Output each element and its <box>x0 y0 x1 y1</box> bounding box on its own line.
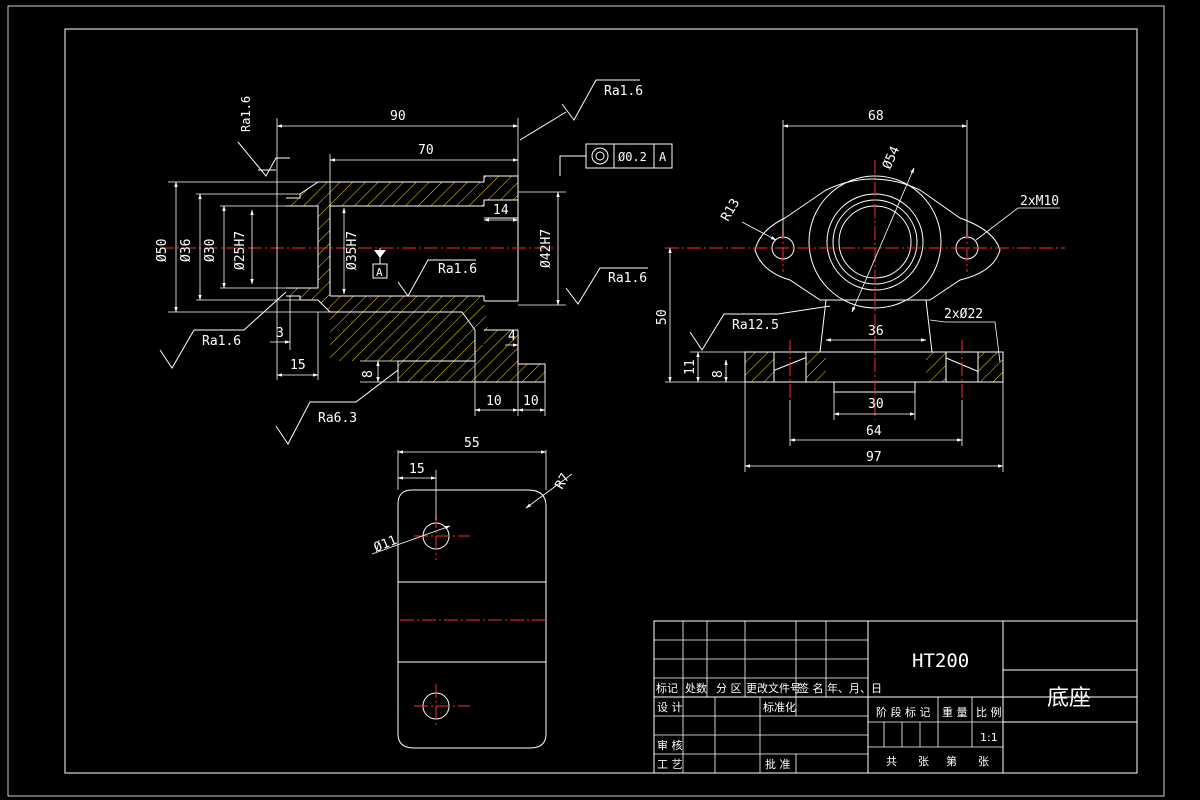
svg-text:重 量: 重 量 <box>942 705 968 719</box>
dim-d50: Ø50 <box>155 239 170 262</box>
outer-frame <box>7 5 1165 797</box>
svg-text:审 核: 审 核 <box>657 738 683 752</box>
dim-3: 3 <box>276 326 284 341</box>
dim-d11: Ø11 <box>372 533 399 556</box>
svg-text:Ra1.6: Ra1.6 <box>239 96 253 132</box>
dim-97: 97 <box>866 450 882 465</box>
svg-text:批 准: 批 准 <box>765 757 791 771</box>
dim-d54: Ø54 <box>880 144 903 172</box>
dim-14: 14 <box>493 203 509 218</box>
svg-text:比 例: 比 例 <box>976 705 1002 719</box>
svg-text:张: 张 <box>978 755 989 768</box>
svg-text:张: 张 <box>918 755 929 768</box>
roughness-r7: Ra12.5 <box>689 305 831 351</box>
svg-text:第: 第 <box>946 754 957 768</box>
svg-text:Ø0.2: Ø0.2 <box>618 150 647 164</box>
material-text: HT200 <box>912 650 969 672</box>
side-view: 68 Ø54 R13 2xM10 50 36 2xØ22 11 8 30 64 … <box>655 109 1065 472</box>
svg-text:Ra6.3: Ra6.3 <box>318 411 357 426</box>
svg-text:共: 共 <box>886 755 897 768</box>
dim-10b: 10 <box>523 394 539 409</box>
front-section-view: A 90 70 14 Ø50 Ø36 Ø30 Ø25H7 Ø35H7 Ø42H7 <box>155 79 673 445</box>
dim-90: 90 <box>390 109 406 124</box>
dim-68: 68 <box>868 109 884 124</box>
dim-70: 70 <box>418 143 434 158</box>
svg-text:Ra1.6: Ra1.6 <box>438 262 477 277</box>
dim-d25h7: Ø25H7 <box>233 231 248 270</box>
svg-text:阶 段 标 记: 阶 段 标 记 <box>876 705 931 719</box>
svg-text:标准化: 标准化 <box>763 700 796 714</box>
roughness-r2: Ra1.6 <box>519 79 643 141</box>
dim-2xd22: 2xØ22 <box>944 307 983 322</box>
dim-2xm10: 2xM10 <box>1020 194 1059 209</box>
roughness-r4: Ra1.6 <box>565 267 648 305</box>
dim-4: 4 <box>508 329 516 344</box>
svg-text:年、月、日: 年、月、日 <box>827 681 882 695</box>
tolerance-frame: Ø0.2 A <box>559 143 673 176</box>
dim-8: 8 <box>361 370 376 378</box>
svg-text:A: A <box>659 150 667 164</box>
datum-label: A <box>376 266 383 279</box>
dim-64: 64 <box>866 424 882 439</box>
dim-d35h7: Ø35H7 <box>345 231 360 270</box>
svg-text:工 艺: 工 艺 <box>657 758 683 771</box>
dim-36: 36 <box>868 324 884 339</box>
roughness-r5: Ra1.6 <box>159 291 287 369</box>
dim-50: 50 <box>655 309 670 325</box>
top-view: 55 15 R7 Ø11 <box>371 436 573 749</box>
dim-d36: Ø36 <box>179 239 194 262</box>
roughness-r1: Ra1.6 <box>237 96 290 177</box>
svg-text:标记: 标记 <box>656 681 678 695</box>
dim-15: 15 <box>290 358 306 373</box>
roughness-r6: Ra6.3 <box>275 369 399 445</box>
svg-text:Ra1.6: Ra1.6 <box>202 334 241 349</box>
dim-11: 11 <box>683 359 698 375</box>
svg-text:Ra1.6: Ra1.6 <box>604 84 643 99</box>
dim-d30: Ø30 <box>203 239 218 262</box>
dim-d42h7: Ø42H7 <box>539 229 554 268</box>
svg-text:Ra12.5: Ra12.5 <box>732 318 779 333</box>
dim-10a: 10 <box>486 394 502 409</box>
svg-text:签 名: 签 名 <box>798 681 824 695</box>
svg-text:设 计: 设 计 <box>657 701 683 714</box>
roughness-r3: Ra1.6 <box>397 259 477 297</box>
svg-text:处数: 处数 <box>685 682 707 695</box>
dim-55: 55 <box>464 436 480 451</box>
dim-30: 30 <box>868 397 884 412</box>
dim-r13: R13 <box>718 196 743 224</box>
part-name-text: 底座 <box>1047 686 1091 711</box>
svg-text:Ra1.6: Ra1.6 <box>608 271 647 286</box>
dim-15t: 15 <box>409 462 425 477</box>
dim-r7: R7 <box>552 471 573 492</box>
dim-8s: 8 <box>711 370 726 378</box>
scale-text: 1:1 <box>980 731 998 744</box>
svg-text:更改文件号: 更改文件号 <box>746 681 801 695</box>
svg-text:分 区: 分 区 <box>716 682 742 695</box>
inner-frame <box>64 28 1138 774</box>
title-block: HT200 底座 标记 处数 分 区 更改文件号 签 名 年、月、日 设 计 标… <box>653 620 1138 774</box>
